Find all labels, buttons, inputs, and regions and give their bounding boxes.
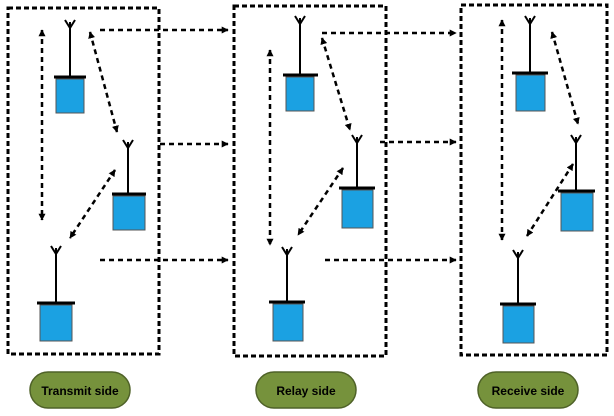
- relay-panel-box: [232, 4, 388, 358]
- svg-text:Receive side: Receive side: [492, 384, 565, 398]
- link-arrow: [320, 37, 352, 131]
- antenna-node-icon: [112, 139, 146, 231]
- link-arrow: [88, 31, 119, 133]
- antenna-node-icon: [558, 134, 595, 232]
- antenna-node-icon: [500, 249, 536, 344]
- receive-side-label: Receive side: [477, 371, 579, 409]
- antenna-node-icon: [512, 15, 548, 112]
- transmit-panel-box: [6, 6, 161, 356]
- antenna-node-icon: [283, 15, 318, 112]
- antenna-node-icon: [269, 246, 305, 342]
- relay-side-label: Relay side: [255, 371, 357, 409]
- link-arrow: [550, 31, 580, 125]
- svg-text:Relay side: Relay side: [276, 384, 336, 398]
- link-arrow: [68, 169, 117, 239]
- antenna-node-icon: [339, 134, 375, 229]
- link-arrow: [296, 167, 345, 236]
- transmit-side-label: Transmit side: [29, 371, 131, 409]
- svg-text:Transmit side: Transmit side: [41, 384, 119, 398]
- antenna-node-icon: [37, 245, 75, 342]
- antenna-node-icon: [54, 19, 86, 114]
- receive-panel-box: [459, 3, 609, 357]
